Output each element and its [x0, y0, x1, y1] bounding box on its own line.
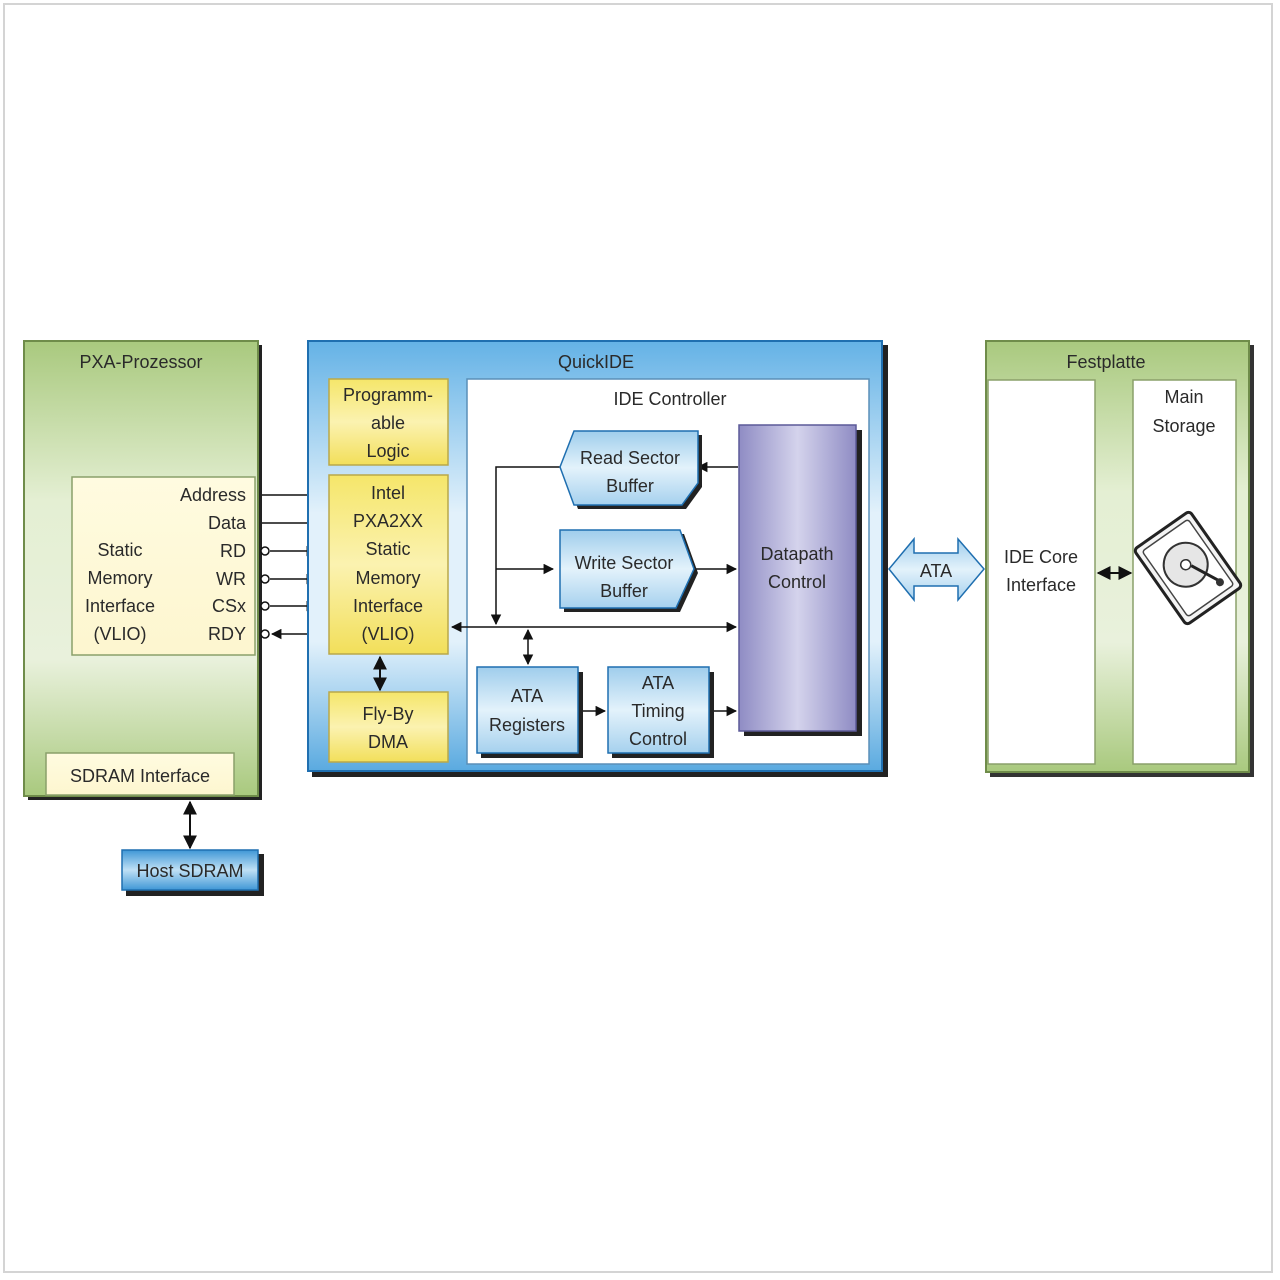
read-buffer-line-2: Buffer: [606, 476, 654, 496]
ata-registers-line-2: Registers: [489, 715, 565, 735]
pxa-title: PXA-Prozessor: [79, 352, 202, 372]
festplatte-title: Festplatte: [1066, 352, 1145, 372]
flyby-line-1: Fly-By: [363, 704, 414, 724]
read-buffer-line-1: Read Sector: [580, 448, 680, 468]
pxa-smi-line-3: Interface: [85, 596, 155, 616]
read-sector-buffer: Read Sector Buffer: [559, 430, 702, 509]
datapath-line-1: Datapath: [760, 544, 833, 564]
main-storage-line-2: Storage: [1152, 416, 1215, 436]
ide-controller-title: IDE Controller: [613, 389, 726, 409]
ata-timing-line-2: Timing: [631, 701, 684, 721]
pxa-smi-line-1: Static: [97, 540, 142, 560]
pxa-static-memory-interface: Static Memory Interface (VLIO) Address D…: [71, 476, 256, 656]
ide-core-line-2: Interface: [1006, 575, 1076, 595]
signal-csx: CSx: [212, 596, 246, 616]
signal-data: Data: [208, 513, 247, 533]
ata-registers-line-1: ATA: [511, 686, 543, 706]
intel-smi-line-1: Intel: [371, 483, 405, 503]
ata-timing-line-3: Control: [629, 729, 687, 749]
intel-smi-line-3: Static: [365, 539, 410, 559]
signal-address: Address: [180, 485, 246, 505]
sdram-interface-box: SDRAM Interface: [45, 752, 235, 796]
intel-smi-line-5: Interface: [353, 596, 423, 616]
prog-logic-line-1: Programm-: [343, 385, 433, 405]
intel-smi-line-6: (VLIO): [361, 624, 414, 644]
programmable-logic-box: Programm- able Logic: [328, 378, 449, 466]
flyby-dma-box: Fly-By DMA: [328, 691, 449, 763]
write-sector-buffer: Write Sector Buffer: [559, 529, 698, 612]
hard-disk-icon: [1133, 510, 1243, 626]
pxa-smi-line-4: (VLIO): [93, 624, 146, 644]
write-buffer-line-1: Write Sector: [575, 553, 674, 573]
intel-smi-line-4: Memory: [355, 568, 420, 588]
intel-smi-box: Intel PXA2XX Static Memory Interface (VL…: [328, 474, 449, 655]
signal-wr: WR: [216, 569, 246, 589]
ide-controller-box: IDE Controller Read Sector Buffer: [450, 378, 870, 765]
prog-logic-line-2: able: [371, 413, 405, 433]
ata-link-label: ATA: [920, 561, 952, 581]
main-storage-line-1: Main: [1164, 387, 1203, 407]
ide-core-interface-box: IDE Core Interface: [987, 379, 1096, 765]
ata-timing-line-1: ATA: [642, 673, 674, 693]
signal-rd: RD: [220, 541, 246, 561]
ata-timing-control: ATA Timing Control: [607, 666, 714, 758]
intel-smi-line-2: PXA2XX: [353, 511, 423, 531]
main-storage-box: Main Storage: [1132, 379, 1243, 765]
ata-link-arrow: ATA: [888, 536, 985, 603]
ata-registers: ATA Registers: [476, 666, 583, 758]
flyby-line-2: DMA: [368, 732, 408, 752]
quickide-title: QuickIDE: [558, 352, 634, 372]
quickide-block: QuickIDE Programm- able Logic Intel PXA2…: [307, 340, 888, 777]
host-sdram-label: Host SDRAM: [136, 861, 243, 881]
image-frame: [3, 3, 1273, 1273]
datapath-line-2: Control: [768, 572, 826, 592]
sdram-interface-label: SDRAM Interface: [70, 766, 210, 786]
datapath-control: Datapath Control: [738, 424, 862, 736]
festplatte-block: Festplatte IDE Core Interface Main Stora…: [985, 340, 1254, 777]
pxa-processor-block: PXA-Prozessor Static Memory Interface (V…: [23, 340, 262, 800]
write-buffer-line-2: Buffer: [600, 581, 648, 601]
pxa-smi-line-2: Memory: [87, 568, 152, 588]
ide-core-line-1: IDE Core: [1004, 547, 1078, 567]
prog-logic-line-3: Logic: [366, 441, 409, 461]
host-sdram-block: Host SDRAM: [121, 800, 264, 896]
signal-rdy: RDY: [208, 624, 246, 644]
